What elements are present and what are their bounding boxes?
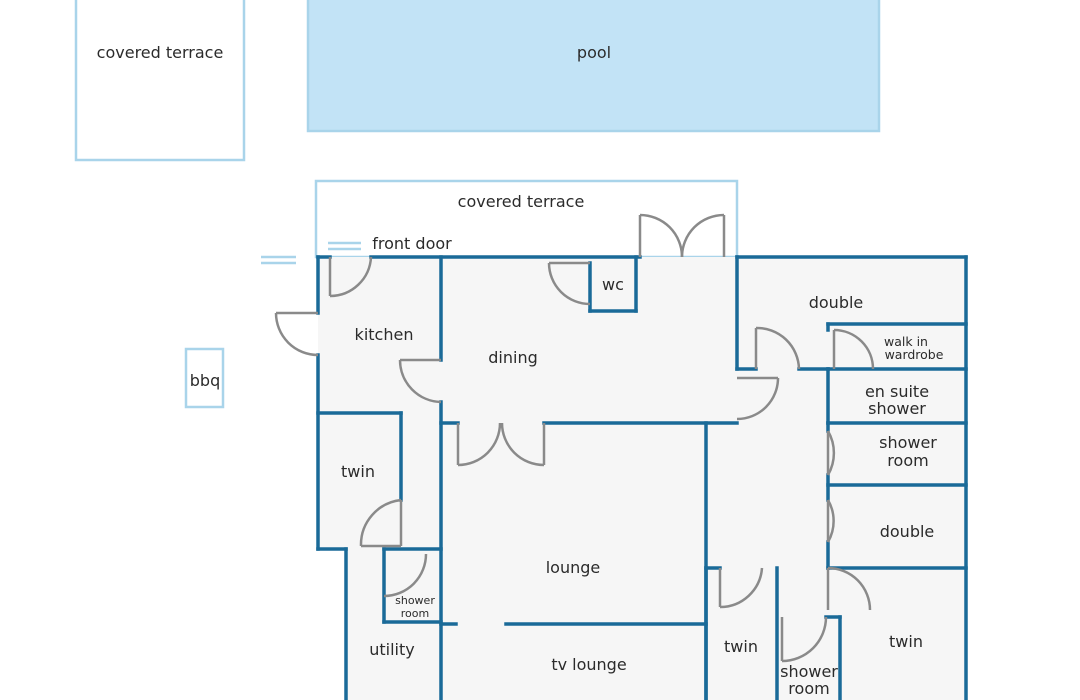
shower-room-right-label-line2: room — [887, 451, 928, 470]
en-suite-shower-label-line1: en suite — [865, 382, 929, 401]
en-suite-shower-label-line2: shower — [868, 399, 926, 418]
covered-terrace-top-outline — [74, 0, 246, 162]
walk-in-wardrobe-label-line2: wardrobe — [885, 347, 944, 362]
shower-room-right-label-line1: shower — [879, 433, 937, 452]
twin-left-label: twin — [341, 462, 375, 481]
bbq-label: bbq — [190, 371, 220, 390]
kitchen-label: kitchen — [355, 325, 414, 344]
twin-bottom-right-label: twin — [889, 632, 923, 651]
shower-room-small-label-line2: room — [401, 607, 429, 620]
double-mid-label: double — [880, 522, 935, 541]
bbq-outline — [184, 347, 225, 409]
house-walls — [316, 255, 968, 700]
double-top-label: double — [809, 293, 864, 312]
gate-marks — [261, 241, 361, 265]
wc-label: wc — [602, 275, 624, 294]
lounge-label: lounge — [546, 558, 601, 577]
covered-terrace-top-label: covered terrace — [97, 43, 224, 62]
tv-lounge-label: tv lounge — [551, 655, 626, 674]
utility-label: utility — [369, 640, 415, 659]
dining-label: dining — [488, 348, 537, 367]
front-door-label: front door — [372, 234, 452, 253]
door-swings — [274, 213, 875, 663]
twin-mid-label: twin — [724, 637, 758, 656]
pool-label: pool — [577, 43, 611, 62]
pool-area — [306, 0, 881, 133]
covered-terrace-label: covered terrace — [458, 192, 585, 211]
shower-room-bottom-label-line1: shower — [780, 662, 838, 681]
shower-room-small-label-line1: shower — [395, 594, 435, 607]
shower-room-bottom-label-line2: room — [788, 679, 829, 698]
walk-in-wardrobe-label-line1: walk in — [884, 334, 928, 349]
